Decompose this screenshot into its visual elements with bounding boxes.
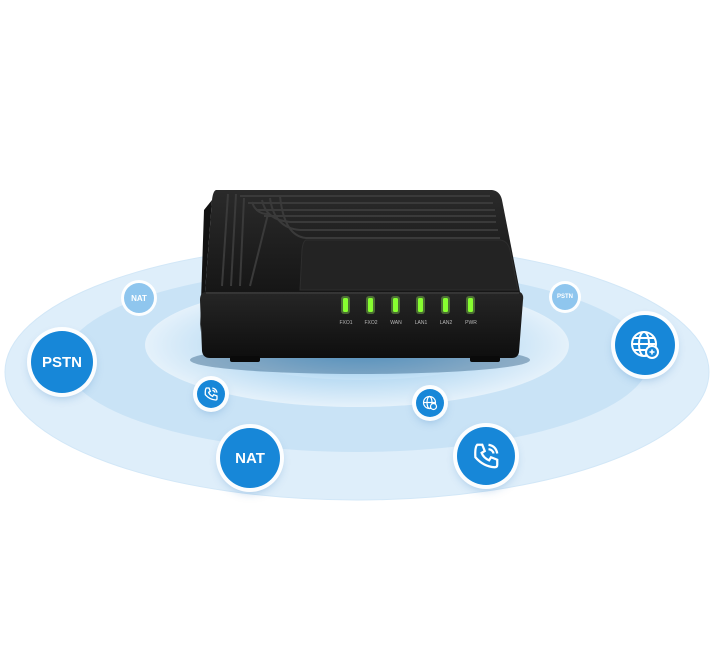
phone-icon: [204, 387, 218, 401]
phone-badge-large: [457, 427, 515, 485]
led-label-fxo2: FXO2: [364, 320, 377, 326]
led-label-lan1: LAN1: [415, 320, 428, 326]
router-device: [200, 190, 524, 362]
globe-badge-small: [416, 389, 444, 417]
nat-badge-large: NAT: [220, 428, 280, 488]
led-label-fxo1: FXO1: [339, 320, 352, 326]
phone-badge-small: [197, 380, 225, 408]
pstn-label-small: PSTN: [556, 294, 573, 300]
nat-badge-small: NAT: [124, 283, 154, 313]
led-fxo2: [368, 298, 373, 312]
globe-icon: [422, 395, 438, 411]
led-labels: FXO1 FXO2 WAN LAN1 LAN2 PWR: [339, 320, 477, 326]
status-leds: [341, 296, 475, 314]
led-label-pwr: PWR: [465, 320, 477, 326]
phone-icon: [474, 443, 499, 469]
nat-label-large: NAT: [235, 449, 265, 467]
led-label-wan: WAN: [390, 320, 402, 326]
led-lan2: [443, 298, 448, 312]
pstn-label-large: PSTN: [41, 353, 82, 371]
led-wan: [393, 298, 398, 312]
nat-label-small: NAT: [131, 293, 147, 303]
vent-grooves: [221, 193, 500, 287]
led-fxo1: [343, 298, 348, 312]
led-pwr: [468, 298, 473, 312]
pstn-badge-large: PSTN: [31, 331, 93, 393]
globe-icon: [631, 331, 659, 359]
led-lan1: [418, 298, 423, 312]
pstn-badge-small: PSTN: [552, 284, 578, 310]
led-label-lan2: LAN2: [440, 320, 453, 326]
globe-badge-large: [615, 315, 675, 375]
